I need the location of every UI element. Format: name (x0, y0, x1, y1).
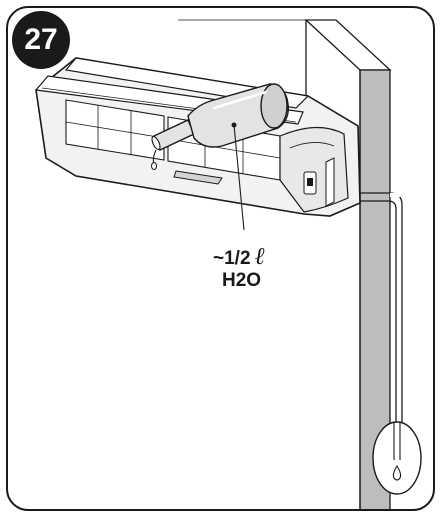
wall (178, 19, 392, 509)
drain-pipe (338, 192, 403, 428)
water-bottle-icon (151, 83, 289, 170)
water-volume-value: ~1/2 (213, 248, 251, 269)
water-drop-icon (392, 464, 402, 481)
installation-illustration (34, 19, 422, 509)
illustration-frame: 27 (6, 6, 435, 511)
liter-unit-symbol: ℓ (254, 242, 265, 270)
drain-outlet-detail (372, 421, 422, 495)
callout-leader (231, 122, 245, 231)
step-number-badge: 27 (12, 11, 70, 69)
water-substance-label: H2O (222, 270, 262, 291)
